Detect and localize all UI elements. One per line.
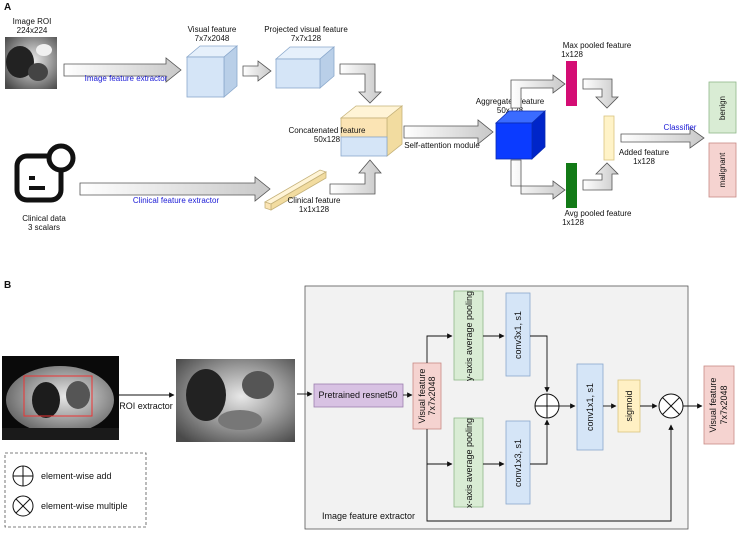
clinical-data-label: Clinical data: [22, 214, 66, 223]
arrow-conv1x3-to-add: [530, 419, 550, 465]
sigmoid-label: sigmoid: [624, 390, 634, 421]
benign-box: [708, 81, 737, 134]
x-axis-pooling-label: x-axis average pooling: [464, 418, 474, 508]
projected-feature-cube: [274, 46, 336, 89]
arrow-projected-to-concat: [339, 63, 382, 104]
malignant-box: [708, 142, 737, 198]
panel-label-b: B: [4, 280, 11, 291]
max-pooled-size: 1x128: [561, 50, 583, 59]
conv1x3-label: conv1x3, s1: [513, 439, 523, 487]
conv1x3-box: [505, 420, 531, 505]
image-feature-extractor-title: Image feature extractor: [322, 511, 415, 521]
arrow-concat-to-aggregated: [403, 119, 494, 145]
y-axis-pooling-box: [453, 290, 484, 381]
legend-multiply-icon: [12, 495, 34, 517]
added-feature-label: Added feature: [619, 148, 670, 157]
ct-scan-image: [2, 356, 119, 440]
visual-feature-in-label: Visual feature: [417, 369, 427, 424]
pretrained-resnet-box: [313, 383, 404, 408]
image-roi-label: Image ROI: [13, 17, 52, 26]
concatenated-feature-size: 50x128: [314, 135, 341, 144]
arrow-clinical-to-concat: [329, 159, 382, 195]
arrow-to-y-pool: [426, 333, 453, 363]
visual-feature-cube: [185, 45, 239, 98]
visual-feature-out-size: 7x7x2048: [719, 385, 729, 424]
visual-feature-out-label: Visual feature: [708, 378, 718, 433]
aggregated-feature-size: 50x128: [497, 106, 524, 115]
y-axis-pooling-label: y-axis average pooling: [464, 291, 474, 381]
aggregated-feature-cube: [494, 110, 547, 160]
visual-feature-in-box: [412, 362, 442, 430]
projected-feature-size: 7x7x128: [291, 34, 322, 43]
arrow-conv3x1-to-add: [530, 335, 550, 393]
panel-label-a: A: [4, 2, 11, 13]
image-roi-size: 224x224: [17, 26, 48, 35]
clinical-data-size: 3 scalars: [28, 223, 60, 232]
pretrained-resnet-label: Pretrained resnet50: [318, 390, 397, 400]
arrow-aggregated-to-max: [510, 74, 566, 109]
benign-label: benign: [718, 96, 727, 120]
conv3x1-box: [505, 292, 531, 377]
malignant-label: malignant: [718, 152, 727, 187]
add-operator-icon: [534, 393, 560, 419]
arrow-visual-to-projected: [242, 60, 272, 82]
image-feature-extractor-label: Image feature extractor: [85, 74, 168, 83]
legend-add-label: element-wise add: [41, 471, 112, 481]
clinical-feature-bar: [264, 169, 327, 211]
arrow-skip-to-multiply: [426, 424, 674, 522]
avg-pooled-size: 1x128: [562, 218, 584, 227]
added-feature-size: 1x128: [633, 157, 655, 166]
concatenated-feature-block: [339, 105, 404, 157]
roi-crop-image: [176, 359, 295, 442]
visual-feature-label: Visual feature: [188, 25, 237, 34]
aggregated-feature-label: Aggregated feature: [476, 97, 545, 106]
conv3x1-label: conv3x1, s1: [513, 311, 523, 359]
avg-pooled-label: Avg pooled feature: [564, 209, 632, 218]
conv1x1-label: conv1x1, s1: [585, 383, 595, 431]
legend-multiply-label: element-wise multiple: [41, 501, 128, 511]
arrow-clinical-to-feature: [79, 176, 271, 202]
classifier-label: Classifier: [664, 123, 697, 132]
legend-box: [4, 452, 147, 528]
clinical-data-icon: [14, 143, 76, 203]
arrow-image-to-visual: [63, 57, 182, 83]
arrow-aggregated-to-avg: [510, 159, 566, 200]
max-pooled-label: Max pooled feature: [563, 41, 632, 50]
image-roi-thumbnail: [5, 37, 57, 89]
clinical-feature-extractor-label: Clinical feature extractor: [133, 196, 220, 205]
visual-feature-size: 7x7x2048: [195, 34, 230, 43]
avg-pooled-bar: [566, 163, 577, 208]
visual-feature-out-box: [703, 365, 735, 445]
arrow-avg-to-added: [582, 162, 619, 191]
concatenated-feature-label: Concatenated feature: [289, 126, 366, 135]
self-attention-label: Self-attention module: [404, 141, 480, 150]
arrow-max-to-added: [582, 78, 619, 109]
legend-add-icon: [12, 465, 34, 487]
projected-feature-label: Projected visual feature: [264, 25, 348, 34]
visual-feature-in-size: 7x7x2048: [427, 376, 437, 415]
conv1x1-box: [576, 363, 604, 451]
roi-extractor-label: ROI extractor: [119, 401, 173, 411]
clinical-feature-size: 1x1x128: [299, 205, 330, 214]
arrow-added-to-classifier: [620, 127, 705, 149]
added-feature-bar: [603, 115, 615, 161]
clinical-feature-label: Clinical feature: [288, 196, 341, 205]
max-pooled-bar: [566, 61, 577, 106]
x-axis-pooling-box: [453, 417, 484, 508]
multiply-operator-icon: [658, 393, 684, 419]
